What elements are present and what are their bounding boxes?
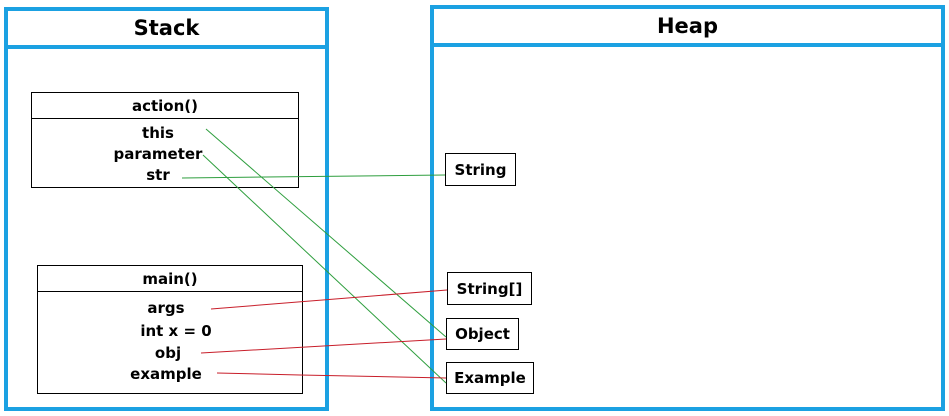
heap-object-example: Example [446,362,534,394]
main-var-args: args [147,299,185,317]
action-var-str: str [146,166,170,184]
main-var-obj: obj [154,344,182,362]
heap-title: Heap [434,9,941,47]
action-frame-title: action() [32,93,298,119]
stack-title: Stack [8,11,325,49]
heap-panel: Heap [430,5,945,411]
heap-object-string: String [445,153,516,186]
main-frame-title: main() [38,266,302,292]
action-var-parameter: parameter [113,145,203,163]
heap-object-object: Object [446,318,519,350]
main-var-example: example [130,365,202,383]
main-var-int-x: int x = 0 [140,322,212,340]
heap-object-string-array: String[] [447,272,532,305]
action-var-this: this [142,124,174,142]
